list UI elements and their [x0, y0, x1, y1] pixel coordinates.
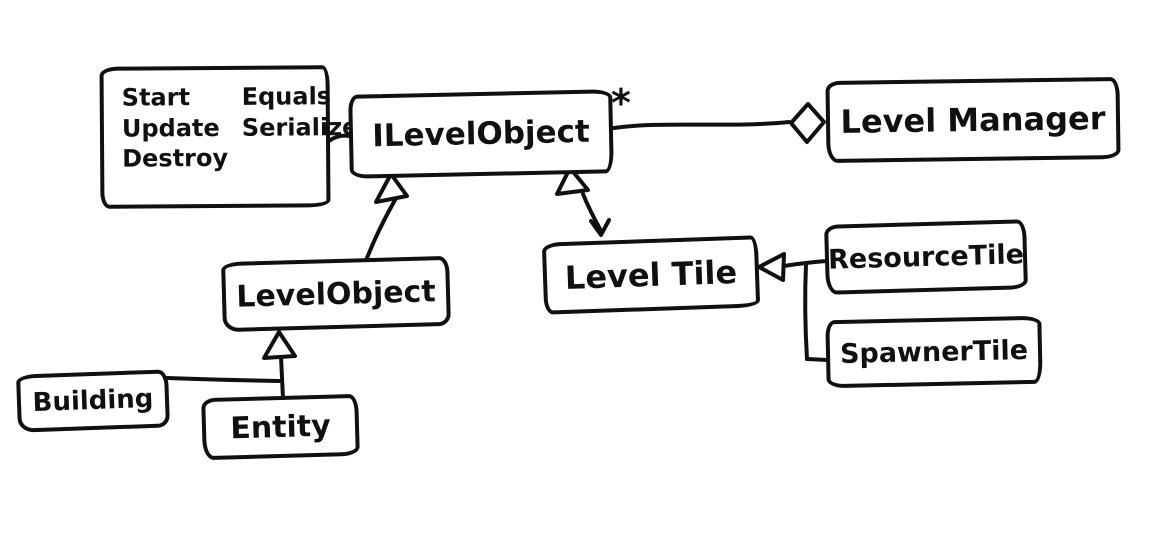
method-label-serialize: Serialize	[241, 112, 359, 142]
method-label-update: Update	[121, 113, 220, 143]
class-label-leveltile: Level Tile	[564, 253, 738, 297]
method-label-destroy: Destroy	[122, 144, 229, 174]
class-box-ilevelobject: ILevelObject	[348, 89, 614, 179]
entity-inheritance-line	[279, 355, 285, 400]
building-inheritance-line	[165, 376, 281, 383]
class-box-entity: Entity	[201, 393, 360, 461]
class-label-levelmanager: Level Manager	[840, 99, 1106, 141]
method-label-start: Start	[121, 83, 191, 112]
class-box-leveltile: Level Tile	[541, 235, 761, 315]
class-label-levelobject: LevelObject	[235, 273, 437, 315]
spawnertile-line	[805, 357, 830, 362]
class-box-resourcetile: ResourceTile	[824, 219, 1028, 295]
tiles-branch-vertical-line	[803, 262, 809, 361]
aggregation-line	[612, 120, 791, 130]
class-box-levelobject: LevelObject	[221, 255, 451, 333]
class-box-levelmanager: Level Manager	[825, 76, 1121, 164]
aggregation-diamond-icon	[789, 102, 826, 144]
class-label-entity: Entity	[229, 408, 332, 446]
method-label-equals: Equals	[241, 82, 332, 111]
class-label-building: Building	[32, 383, 154, 419]
tiles-inheritance-arrowhead-icon	[757, 252, 786, 282]
class-box-building: Building	[16, 369, 170, 433]
levelobject-inheritance-line	[365, 198, 397, 260]
interface-methods-note: Start Update Destroy Equals Serialize	[99, 65, 358, 209]
leveltile-small-arrowhead-icon	[589, 218, 611, 237]
multiplicity-star: *	[611, 81, 631, 125]
methods-column-2: Equals Serialize	[242, 81, 359, 143]
levelobject-children-arrowhead-icon	[262, 330, 297, 360]
methods-column-1: Start Update Destroy	[122, 82, 229, 175]
class-label-ilevelobject: ILevelObject	[371, 113, 591, 155]
class-label-resourcetile: ResourceTile	[827, 238, 1025, 276]
levelobject-inheritance-arrowhead-icon	[374, 172, 409, 204]
class-box-spawnertile: SpawnerTile	[825, 315, 1043, 389]
resourcetile-line	[782, 259, 828, 268]
class-label-spawnertile: SpawnerTile	[839, 334, 1029, 370]
leveltile-inheritance-line	[581, 192, 602, 231]
